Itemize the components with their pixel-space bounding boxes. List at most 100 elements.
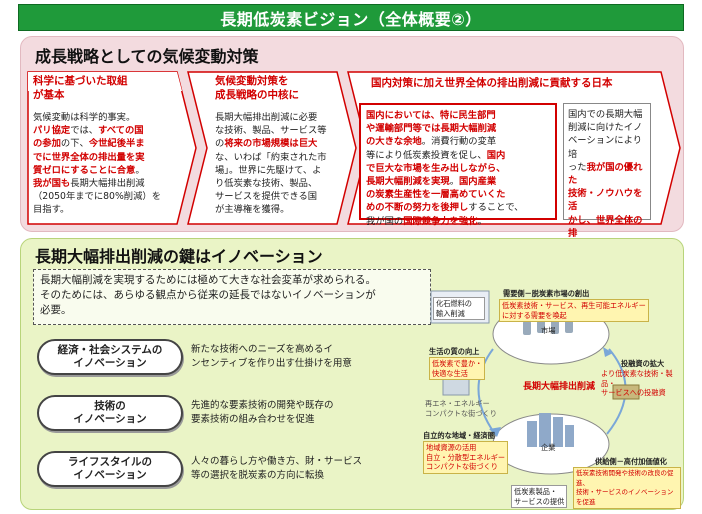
chevron-science: 科学に基づいた取組が基本 気候変動は科学的事実。パリ協定では、すべての国の参加の… — [27, 71, 197, 225]
text-segment: な技術、製品、サービス等 — [215, 125, 327, 137]
text-segment: が主導権を獲得。 — [215, 204, 290, 216]
text-segment: 場」。世界に先駆けて、よ — [215, 164, 322, 176]
innovation-panel: 長期大幅排出削減の鍵はイノベーション 長期大幅削減を実現するためには極めて大きな… — [20, 238, 684, 510]
text-line: 気候変動は科学的事実。 — [33, 111, 161, 124]
text-segment: な、いわば「約束された市 — [215, 151, 327, 163]
text-segment: サービスを提供できる国 — [215, 191, 318, 203]
text-segment: 国内での長期大幅 — [568, 109, 643, 120]
text-segment: 今世紀後半ま — [88, 138, 145, 150]
chevron-shape — [27, 71, 197, 225]
text-line: 技術・ノウハウを活 — [568, 187, 646, 213]
text-line: 場」。世界に先駆けて、よ — [215, 164, 327, 177]
text-segment: すべての国 — [98, 125, 144, 137]
text-segment: （2050年までに80%削減）を — [33, 191, 161, 203]
diagram-center-label: 長期大幅排出削減 — [523, 382, 596, 392]
text-line: （2050年までに80%削減）を — [33, 190, 161, 203]
science-title: 科学に基づいた取組が基本 — [33, 75, 128, 101]
text-segment: の参加 — [33, 138, 61, 150]
text-line: めの不断の努力を後押しすることで、 — [366, 201, 550, 214]
text-segment: 質ゼロにすることに合意 — [33, 164, 136, 176]
text-segment: 長期大幅排出削減に必要 — [215, 112, 318, 123]
technology-innovation-desc: 先進的な要素技術の開発や既存の要素技術の組み合わせを促進 — [191, 400, 334, 425]
growth-core-title: 気候変動対策を成長戦略の中核に — [215, 75, 299, 101]
supply-title: 供給側－高付加価値化 — [595, 457, 667, 466]
text-line: な、いわば「約束された市 — [215, 151, 327, 164]
innovation-intro: 長期大幅削減を実現するためには極めて大きな社会変革が求められる。 そのためには、… — [33, 269, 431, 325]
text-segment: の下、 — [60, 138, 89, 150]
text-segment: の大きな余地 — [366, 136, 422, 148]
text-segment: でに世界全体の排出量を実 — [33, 151, 145, 163]
text-segment: かし、世界全体の排 — [568, 214, 643, 239]
region-title: 自立的な地域・経済圏 — [423, 431, 495, 440]
text-segment: 。 — [449, 176, 459, 188]
text-line: の将来の市場規模は巨大 — [215, 137, 327, 150]
text-segment: 将来の市場規模は巨大 — [224, 138, 318, 150]
company-label: 企業 — [541, 443, 556, 452]
text-segment: 国内産業 — [459, 176, 497, 188]
text-line: でに世界全体の排出量を実 — [33, 151, 161, 164]
technology-innovation-pill: 技術のイノベーション — [37, 395, 183, 431]
text-line: 質ゼロにすることに合意。 — [33, 164, 161, 177]
text-line: 長期大幅削減を実現。国内産業 — [366, 175, 550, 188]
growth-strategy-panel: 成長戦略としての気候変動対策 科学に基づいた取組が基本 気候変動は科学的事実。パ… — [20, 36, 684, 252]
text-segment: では、 — [70, 125, 99, 137]
text-segment: 国内 — [486, 149, 506, 161]
innovation-heading: 長期大幅排出削減の鍵はイノベーション — [35, 247, 323, 266]
text-segment: 我が国も — [33, 178, 71, 190]
page-title: 長期低炭素ビジョン（全体概要②） — [220, 9, 482, 29]
text-segment: 我が国の — [366, 215, 404, 227]
text-segment: 我が国の優れた — [568, 161, 643, 187]
market-label: 市場 — [541, 326, 556, 335]
text-line: 長期大幅排出削減に必要 — [215, 111, 327, 124]
text-segment: 。 — [477, 215, 487, 227]
text-segment: 目指す。 — [33, 204, 70, 216]
text-line: の炭素生産性を一層高めていくた — [366, 188, 550, 201]
text-segment: 等により低炭素投資を促し、 — [366, 149, 487, 161]
text-line: ベーションにより培 — [568, 134, 646, 160]
text-line: 我が国も長期大幅排出削減 — [33, 177, 161, 190]
low-carbon-products-label: 低炭素製品・サービスの提供 — [511, 485, 568, 508]
text-line: 等により低炭素投資を促し、国内 — [366, 149, 550, 162]
text-segment: った — [568, 161, 587, 173]
title-bar: 長期低炭素ビジョン（全体概要②） — [18, 4, 684, 31]
demand-sub: 低炭素技術・サービス、再生可能エネルギーに対する需要を喚起 — [499, 299, 649, 322]
supply-sub: 低炭素技術開発や技術の改良の促進、技術・サービスのイノベーションを促進 — [573, 467, 681, 509]
money-icon — [612, 384, 640, 400]
text-segment: めの不断の努力を後押し — [366, 202, 469, 214]
text-line: や運輸部門等では長期大幅削減 — [366, 122, 550, 135]
text-line: 目指す。 — [33, 203, 161, 216]
text-segment: り低炭素な技術、製品、 — [215, 178, 318, 190]
text-line: り低炭素な技術、製品、 — [215, 177, 327, 190]
text-segment: 長期大幅削減を実現 — [366, 176, 450, 188]
text-segment: 技術・ノウハウを活 — [568, 188, 643, 213]
text-line: 国内での長期大幅 — [568, 108, 646, 121]
text-line: が主導権を獲得。 — [215, 203, 327, 216]
growth-core-body: 長期大幅排出削減に必要な技術、製品、サービス等の将来の市場規模は巨大な、いわば「… — [215, 111, 327, 217]
text-segment: の — [215, 138, 225, 150]
lifestyle-innovation-desc: 人々の暮らし方や働き方、財・サービス等の選択を脱炭素の方向に転換 — [191, 456, 363, 481]
text-line: で巨大な市場を生み出しながら、 — [366, 162, 550, 175]
text-line: の参加の下、今世紀後半ま — [33, 137, 161, 150]
life-quality-title: 生活の質の向上 — [429, 347, 480, 356]
science-body: 気候変動は科学的事実。パリ協定では、すべての国の参加の下、今世紀後半までに世界全… — [33, 111, 161, 217]
text-segment: で巨大な市場を生み出しながら、 — [366, 162, 506, 174]
social-system-innovation-pill: 経済・社会システムのイノベーション — [37, 339, 183, 375]
building-icon — [527, 413, 574, 447]
text-line: サービスを提供できる国 — [215, 190, 327, 203]
chevron-shape — [187, 71, 357, 225]
text-line: 削減に向けたイノ — [568, 121, 646, 134]
domestic-reduction-box: 国内においては、特に民生部門や運輸部門等では長期大幅削減の大きな余地。消費行動の… — [359, 103, 557, 227]
text-segment: 。消費行動の変革 — [421, 136, 497, 148]
investment-sub: より低炭素な技術・製品・サービスへの投融資 — [601, 369, 673, 397]
global-contribution-title: 国内対策に加え世界全体の排出削減に貢献する日本 — [371, 77, 613, 89]
growth-strategy-heading: 成長戦略としての気候変動対策 — [35, 47, 259, 66]
text-segment: 国際競争力を強化 — [403, 215, 478, 227]
demand-title: 需要側－脱炭素市場の創出 — [503, 289, 590, 298]
text-segment: 国内においては、特に民生部門 — [366, 110, 496, 121]
investment-title: 投融資の拡大 — [621, 359, 665, 368]
social-system-innovation-desc: 新たな技術へのニーズを高めるインセンティブを作り出す仕掛けを用意 — [191, 344, 352, 369]
region-sub: 地域資源の活用 自立・分散型エネルギー コンパクトな街づくり — [423, 441, 509, 474]
text-segment: ベーションにより培 — [568, 135, 643, 160]
life-quality-sub: 低炭素で豊か・快適な生活 — [429, 357, 486, 380]
text-segment: 削減に向けたイノ — [568, 122, 643, 134]
